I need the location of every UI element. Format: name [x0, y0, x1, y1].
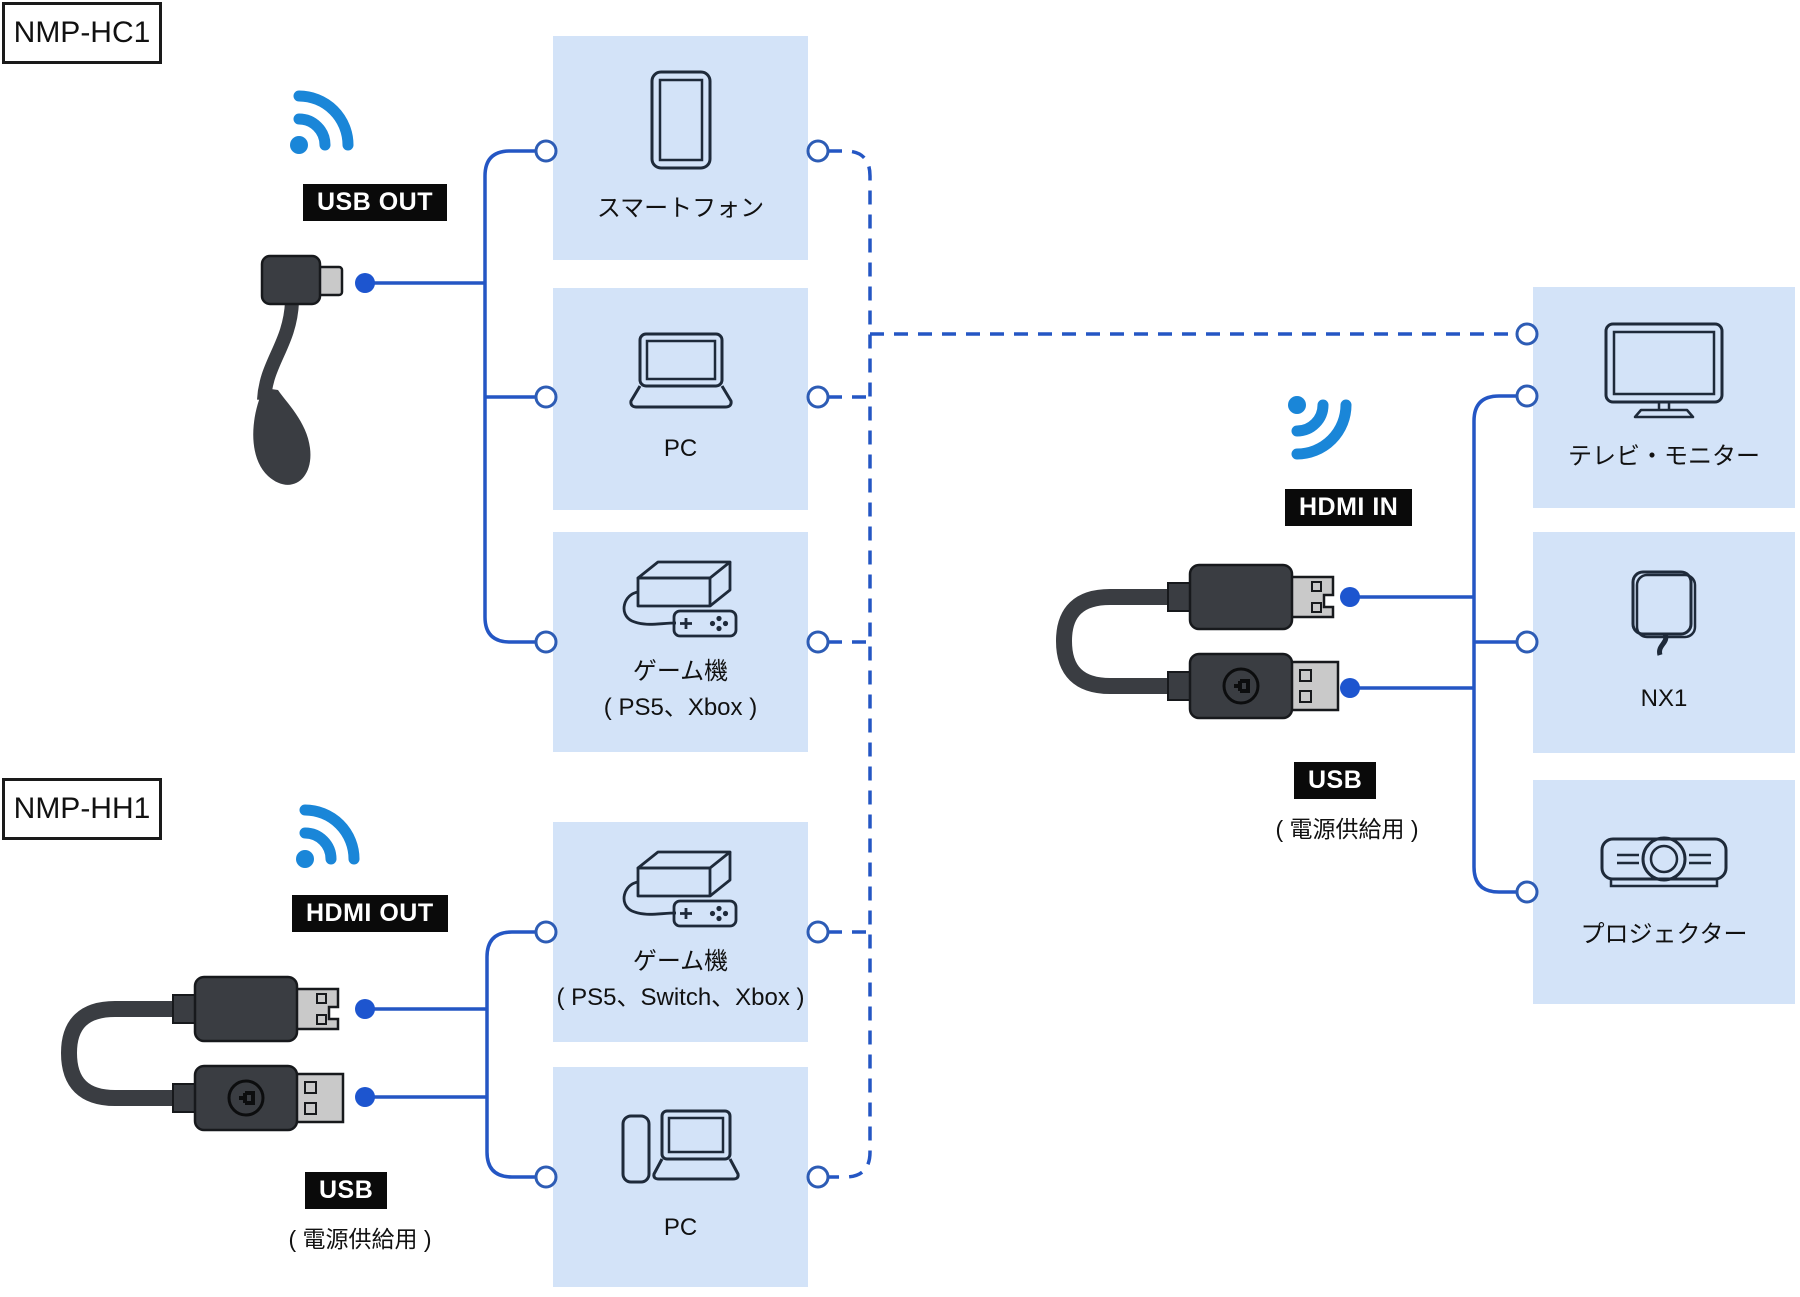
- smartphone-icon: [649, 69, 713, 171]
- device-box-game-console: ゲーム機 ( PS5、Xbox ): [553, 532, 808, 752]
- usb-dongle-icon: [253, 254, 344, 485]
- wifi-icon: [290, 90, 354, 154]
- wifi-icon: [296, 804, 360, 868]
- nmp-hc1-model-label: NMP-HC1: [2, 2, 162, 64]
- device-box-pc-hh1: PC: [553, 1067, 808, 1287]
- laptop-icon: [628, 331, 734, 411]
- device-label: ゲーム機 ( PS5、Xbox ): [603, 658, 758, 721]
- device-box-smartphone: スマートフォン: [553, 36, 808, 260]
- device-box-nx1: NX1: [1533, 532, 1795, 753]
- device-label: ゲーム機 ( PS5、Switch、Xbox ): [556, 948, 805, 1011]
- hdmi-usb-cable-icon: [1055, 563, 1340, 720]
- device-label: PC: [663, 1214, 698, 1241]
- device-box-pc: PC: [553, 288, 808, 510]
- device-box-game-console-hh1: ゲーム機 ( PS5、Switch、Xbox ): [553, 822, 808, 1042]
- projector-icon: [1599, 831, 1729, 897]
- game-console-icon: [616, 848, 746, 930]
- wifi-icon: [1288, 396, 1352, 460]
- nx1-adapter-icon: [1629, 569, 1699, 661]
- usb-tag: USB: [305, 1172, 388, 1209]
- device-label: テレビ・モニター: [1568, 442, 1760, 470]
- device-label: プロジェクター: [1580, 921, 1748, 948]
- device-label: PC: [663, 435, 698, 462]
- device-label: NX1: [1640, 684, 1688, 712]
- power-supply-note: ( 電源供給用 ): [1275, 816, 1419, 842]
- nmp-hh1-model-label: NMP-HH1: [2, 778, 162, 840]
- device-box-tv-monitor: テレビ・モニター: [1533, 287, 1795, 508]
- device-label: スマートフォン: [596, 195, 765, 222]
- usb-tag: USB: [1294, 762, 1377, 799]
- hdmi-usb-cable-icon: [60, 975, 345, 1132]
- hdmi-in-tag: HDMI IN: [1285, 489, 1413, 526]
- phone-and-laptop-icon: [620, 1108, 742, 1190]
- tv-monitor-icon: [1603, 321, 1725, 419]
- power-supply-note: ( 電源供給用 ): [288, 1226, 432, 1252]
- hdmi-out-tag: HDMI OUT: [292, 895, 448, 932]
- game-console-icon: [616, 558, 746, 640]
- usb-out-tag: USB OUT: [303, 184, 447, 221]
- device-box-projector: プロジェクター: [1533, 780, 1795, 1004]
